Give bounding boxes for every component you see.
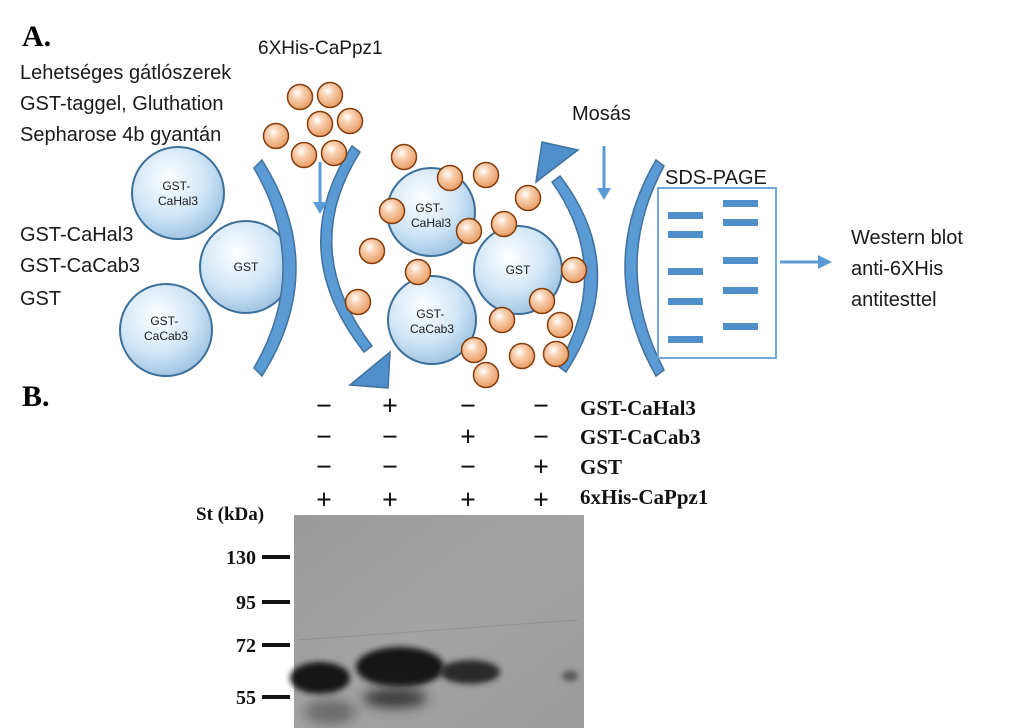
curve-left-bracket: [253, 158, 297, 378]
sign-r1-c1: −: [316, 391, 332, 422]
sign-r4-c2: +: [382, 485, 398, 516]
sds-page-label: SDS-PAGE: [665, 167, 767, 189]
sign-r2-c3: +: [460, 422, 476, 453]
sign-r1-c3: −: [460, 391, 476, 422]
bead-left-gst: GST: [199, 220, 293, 314]
panel-a-label: A.: [22, 20, 51, 53]
marker-95: 95: [236, 592, 256, 614]
curve-right-arrowhead: [534, 141, 580, 184]
row-label-gst: GST: [580, 455, 622, 479]
sign-r3-c3: −: [460, 452, 476, 483]
row-label-cahal3: GST-CaHal3: [580, 396, 696, 420]
panel-b-label: B.: [22, 380, 50, 413]
construct-gst: GST: [20, 288, 61, 310]
sign-r3-c2: −: [382, 452, 398, 483]
sign-r4-c1: +: [316, 485, 332, 516]
svg-text:GST- CaHal3: GST- CaHal3: [158, 179, 198, 208]
svg-text:antitesttel: antitesttel: [851, 289, 937, 311]
construct-list: GST-CaHal3 GST-CaCab3 GST: [20, 224, 140, 310]
sign-r2-c4: −: [533, 422, 549, 453]
western-blot-text: Western blot anti-6XHis antitesttel: [851, 227, 963, 311]
marker-72: 72: [236, 635, 256, 657]
row-label-his-ppz1: 6xHis-CaPpz1: [580, 485, 708, 509]
curve-mid-arrow: [320, 144, 374, 354]
inhibitor-description: Lehetséges gátlószerek GST-taggel, Gluth…: [20, 62, 232, 146]
svg-text:GST- CaCab3: GST- CaCab3: [144, 314, 188, 343]
svg-text:GST- CaCab3: GST- CaCab3: [410, 307, 454, 336]
condition-table: − + − − − − + − − − − + + + + +: [316, 391, 549, 516]
svg-text:GST- CaHal3: GST- CaHal3: [411, 201, 451, 230]
svg-text:anti-6XHis: anti-6XHis: [851, 258, 943, 280]
wash-label: Mosás: [572, 103, 631, 125]
bead-mid-cacab3: GST- CaCab3: [387, 275, 477, 365]
standard-label: St (kDa): [196, 504, 264, 525]
sign-r2-c1: −: [316, 422, 332, 453]
marker-ticks: [262, 555, 290, 699]
bead-left-cacab3: GST- CaCab3: [119, 283, 213, 377]
sign-r2-c2: −: [382, 422, 398, 453]
sign-r3-c4: +: [533, 452, 549, 483]
marker-130: 130: [226, 547, 256, 569]
curve-mid-arrowhead: [348, 350, 391, 389]
inhibitor-line-2: GST-taggel, Gluthation: [20, 93, 223, 115]
sign-r1-c2: +: [382, 391, 398, 422]
inhibitor-line-1: Lehetséges gátlószerek: [20, 62, 232, 84]
svg-text:GST: GST: [506, 263, 531, 277]
curve-right-bracket: [624, 158, 665, 378]
down-arrow-his: [313, 162, 327, 214]
inhibitor-line-3: Sepharose 4b gyantán: [20, 124, 221, 146]
marker-ladder: 130 95 72 55: [226, 547, 256, 709]
gel-bands: [668, 200, 758, 343]
row-label-cacab3: GST-CaCab3: [580, 425, 701, 449]
svg-text:GST: GST: [234, 260, 259, 274]
western-blot-image: [290, 515, 584, 728]
construct-cahal3: GST-CaHal3: [20, 224, 133, 246]
sign-r3-c1: −: [316, 452, 332, 483]
protein-spheres: [262, 81, 588, 389]
row-labels: GST-CaHal3 GST-CaCab3 GST 6xHis-CaPpz1: [580, 396, 708, 509]
marker-55: 55: [236, 687, 256, 709]
down-arrow-wash: [597, 146, 611, 200]
sign-r1-c4: −: [533, 391, 549, 422]
bead-left-cahal3: GST- CaHal3: [131, 146, 225, 240]
curve-right-arrow: [550, 174, 599, 374]
his-ppz1-label: 6XHis-CaPpz1: [258, 38, 383, 59]
construct-cacab3: GST-CaCab3: [20, 255, 140, 277]
sign-r4-c3: +: [460, 485, 476, 516]
sign-r4-c4: +: [533, 485, 549, 516]
svg-text:Western blot: Western blot: [851, 227, 963, 249]
western-arrow: [780, 255, 832, 269]
